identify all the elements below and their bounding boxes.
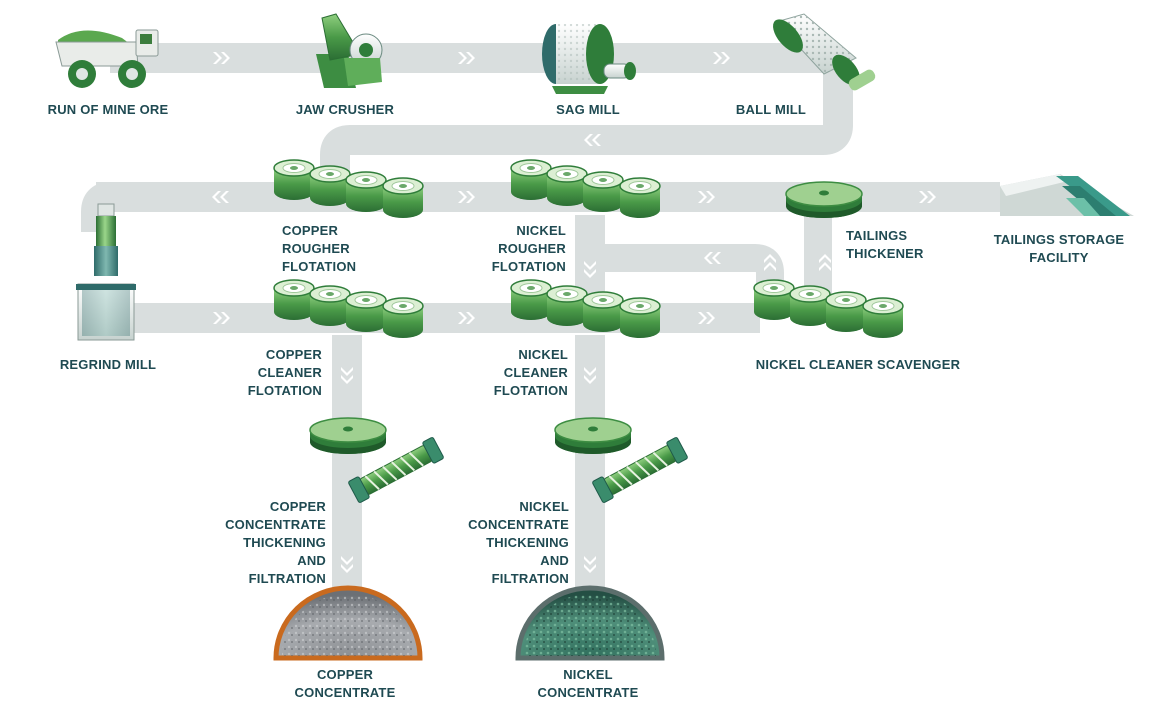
label-nickel-cleaner-scavenger: NICKEL CLEANER SCAVENGER: [740, 356, 976, 374]
copper-concentrate-pile-icon: [273, 585, 423, 661]
label-line: CONCENTRATE: [468, 517, 569, 532]
label-line: CLEANER: [503, 365, 568, 380]
label-line: FILTRATION: [248, 571, 326, 586]
label-tailings-thickener: TAILINGS THICKENER: [846, 227, 946, 263]
label-line: SAG MILL: [556, 102, 620, 117]
label-line: TAILINGS STORAGE: [993, 232, 1125, 247]
label-line: REGRIND MILL: [59, 357, 157, 372]
label-line: FLOTATION: [491, 259, 566, 274]
label-line: NICKEL: [563, 667, 613, 682]
haul-truck-icon: [55, 29, 159, 88]
label-line: THICKENER: [846, 246, 924, 261]
label-line: TAILINGS: [846, 228, 908, 243]
ball-mill-icon: [773, 13, 876, 91]
nickel-concentrate-pile-icon: [515, 585, 665, 661]
label-line: FILTRATION: [491, 571, 569, 586]
jaw-crusher-icon: [316, 13, 383, 88]
label-line: CONCENTRATE: [294, 685, 396, 700]
label-copper-cleaner-flotation: COPPER CLEANER FLOTATION: [220, 346, 322, 400]
label-line: ROUGHER: [282, 241, 350, 256]
label-ball-mill: BALL MILL: [726, 101, 816, 119]
label-line: AND: [540, 553, 569, 568]
label-line: NICKEL: [519, 499, 569, 514]
label-run-of-mine-ore: RUN OF MINE ORE: [40, 101, 176, 119]
label-copper-concentrate: COPPER CONCENTRATE: [290, 666, 400, 702]
tailings-storage-icon: [1000, 174, 1134, 216]
label-tailings-storage-facility: TAILINGS STORAGE FACILITY: [984, 231, 1134, 267]
label-line: ROUGHER: [498, 241, 566, 256]
label-line: NICKEL: [518, 347, 568, 362]
sag-mill-icon: [542, 24, 636, 94]
label-line: THICKENING: [243, 535, 326, 550]
copper-thickener-icon: [309, 417, 387, 455]
label-line: JAW CRUSHER: [295, 102, 395, 117]
pipe-main-line: [110, 43, 853, 185]
label-line: CONCENTRATE: [225, 517, 326, 532]
label-line: FLOTATION: [282, 259, 357, 274]
label-line: CONCENTRATE: [537, 685, 639, 700]
label-nickel-concentrate-thickening: NICKEL CONCENTRATE THICKENING AND FILTRATION: [443, 498, 569, 588]
label-line: COPPER: [265, 347, 322, 362]
label-line: NICKEL CLEANER SCAVENGER: [755, 357, 961, 372]
label-nickel-concentrate: NICKEL CONCENTRATE: [533, 666, 643, 702]
nickel-thickener-icon: [554, 417, 632, 455]
label-line: CLEANER: [257, 365, 322, 380]
label-nickel-cleaner-flotation: NICKEL CLEANER FLOTATION: [466, 346, 568, 400]
label-line: THICKENING: [486, 535, 569, 550]
label-copper-concentrate-thickening: COPPER CONCENTRATE THICKENING AND FILTRATION: [200, 498, 326, 588]
tailings-thickener-icon: [785, 181, 863, 219]
label-line: COPPER: [269, 499, 326, 514]
pipe-scavenger-return: [590, 244, 784, 305]
label-line: FLOTATION: [247, 383, 322, 398]
label-line: AND: [297, 553, 326, 568]
label-line: FLOTATION: [493, 383, 568, 398]
label-jaw-crusher: JAW CRUSHER: [290, 101, 400, 119]
label-line: FACILITY: [1029, 250, 1089, 265]
regrind-mill-icon: [76, 203, 136, 341]
label-line: COPPER: [316, 667, 374, 682]
label-copper-rougher-flotation: COPPER ROUGHER FLOTATION: [282, 222, 382, 276]
label-nickel-rougher-flotation: NICKEL ROUGHER FLOTATION: [466, 222, 566, 276]
label-line: NICKEL: [516, 223, 566, 238]
label-line: BALL MILL: [735, 102, 807, 117]
label-regrind-mill: REGRIND MILL: [48, 356, 168, 374]
label-line: COPPER: [282, 223, 339, 238]
label-sag-mill: SAG MILL: [543, 101, 633, 119]
label-line: RUN OF MINE ORE: [47, 102, 169, 117]
